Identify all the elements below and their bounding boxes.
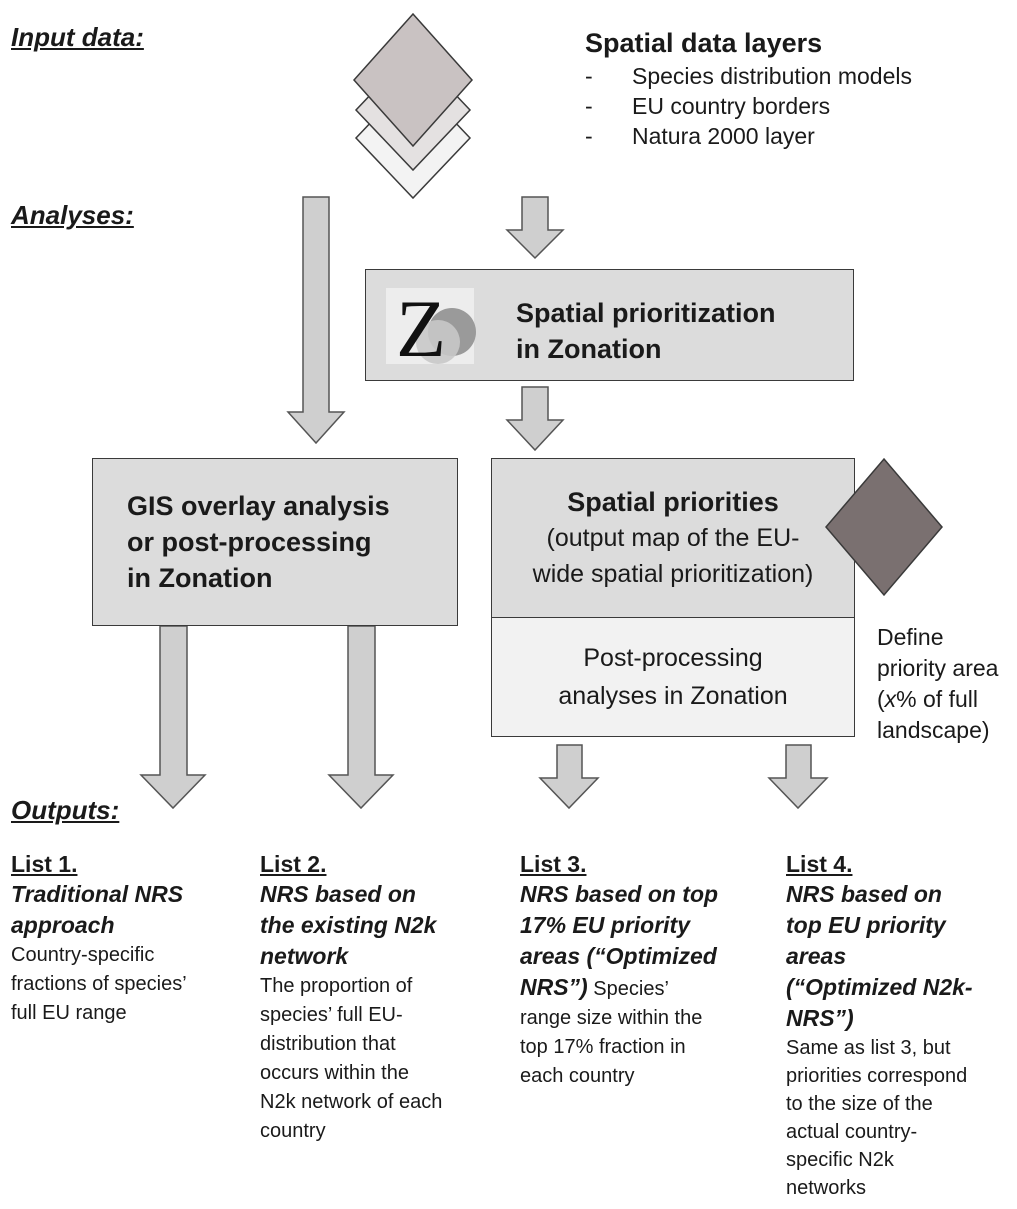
list-subtitle-line: NRS”) — [520, 974, 588, 1000]
arrow-down — [767, 744, 829, 810]
list-subtitle-line: NRS based on — [260, 881, 416, 907]
arrow-down — [327, 625, 395, 810]
list-subtitle-line: NRS based on — [786, 881, 942, 907]
list-desc-line: Country-specific — [11, 944, 155, 966]
arrow-down — [139, 625, 207, 810]
define-note-line: Define — [877, 624, 944, 650]
output-map-icon — [825, 457, 943, 597]
define-priority-note: Define priority area (x% of full landsca… — [877, 622, 998, 746]
list-desc-line: top 17% fraction in — [520, 1036, 686, 1058]
arrow-down — [538, 744, 600, 810]
list-desc-line: distribution that — [260, 1033, 396, 1055]
list-desc-line: actual country- — [786, 1121, 918, 1143]
list-subtitle-line: the existing N2k — [260, 912, 437, 938]
list-subtitle-line: areas (“Optimized — [520, 943, 717, 969]
input-layer-item: Species distribution models — [585, 61, 912, 91]
output-list-2: List 2. NRS based on the existing N2k ne… — [260, 850, 500, 1146]
list-desc-line: priorities correspond — [786, 1065, 968, 1087]
zonation-box: Z Spatial prioritization in Zonation — [365, 269, 854, 381]
layer-diamond-top — [352, 12, 474, 148]
list-desc-line: Same as list 3, but — [786, 1037, 951, 1059]
gis-line: GIS overlay analysis — [127, 491, 390, 521]
list-subtitle-line: Traditional NRS — [11, 881, 184, 907]
stacked-layers-icon — [352, 12, 474, 200]
list-subtitle-line: network — [260, 943, 349, 969]
list-desc-line: The proportion of — [260, 975, 413, 997]
zonation-logo: Z — [386, 283, 476, 374]
define-note-line: priority area — [877, 655, 999, 681]
post-processing-box: Post-processing analyses in Zonation — [491, 617, 855, 737]
list-desc-line: range size within the — [520, 1007, 703, 1029]
input-layer-item: Natura 2000 layer — [585, 121, 912, 151]
arrow-down — [286, 196, 346, 445]
arrow-down — [505, 386, 565, 452]
define-note-variable: x — [884, 686, 897, 712]
list-desc-inline: Species’ — [587, 978, 669, 1000]
list-heading: List 2. — [260, 851, 327, 877]
list-desc-line: occurs within the — [260, 1062, 409, 1084]
input-layers-block: Spatial data layers Species distribution… — [585, 28, 912, 151]
list-heading: List 3. — [520, 851, 587, 877]
gis-box-text: GIS overlay analysis or post-processing … — [93, 488, 457, 596]
output-map-diamond — [825, 457, 943, 597]
list-desc-line: each country — [520, 1065, 635, 1087]
list-subtitle-line: 17% EU priority — [520, 912, 690, 938]
list-desc-line: to the size of the — [786, 1093, 933, 1115]
gis-overlay-box: GIS overlay analysis or post-processing … — [92, 458, 458, 626]
list-subtitle-line: top EU priority — [786, 912, 946, 938]
output-list-1: List 1. Traditional NRS approach Country… — [11, 850, 241, 1028]
list-subtitle-line: approach — [11, 912, 115, 938]
list-desc-line: fractions of species’ — [11, 973, 187, 995]
zonation-line: Spatial prioritization — [516, 298, 776, 328]
list-desc-line: N2k network of each — [260, 1091, 443, 1113]
list-desc-line: full EU range — [11, 1002, 127, 1024]
priorities-line: wide spatial prioritization) — [532, 560, 814, 588]
section-input-label: Input data: — [11, 22, 144, 52]
logo-circle-light — [416, 320, 460, 364]
arrow-down — [505, 196, 565, 260]
list-subtitle-line: NRS based on top — [520, 881, 719, 907]
section-analyses-label: Analyses: — [11, 200, 134, 230]
list-heading: List 4. — [786, 851, 853, 877]
input-layers-list: Species distribution models EU country b… — [585, 61, 912, 151]
section-outputs-label: Outputs: — [11, 795, 120, 825]
list-desc-line: species’ full EU- — [260, 1004, 403, 1026]
list-heading: List 1. — [11, 851, 78, 877]
list-desc-line: country — [260, 1120, 326, 1142]
postproc-line: Post-processing — [583, 644, 763, 672]
output-list-4: List 4. NRS based on top EU priority are… — [786, 850, 1011, 1202]
gis-line: or post-processing — [127, 527, 372, 557]
define-note-line: (x% of full — [877, 686, 978, 712]
list-mixed-line: NRS”) Species’ — [520, 972, 770, 1004]
zonation-line: in Zonation — [516, 334, 662, 364]
list-subtitle-line: areas — [786, 943, 847, 969]
output-list-3: List 3. NRS based on top 17% EU priority… — [520, 850, 770, 1091]
zonation-box-text: Spatial prioritization in Zonation — [516, 295, 776, 367]
list-desc-line: networks — [786, 1177, 867, 1199]
priorities-title: Spatial priorities — [567, 487, 779, 517]
input-layer-item: EU country borders — [585, 91, 912, 121]
list-desc-line: specific N2k — [786, 1149, 894, 1171]
list-subtitle-line: NRS”) — [786, 1005, 854, 1031]
input-layers-title: Spatial data layers — [585, 28, 823, 58]
priorities-line: (output map of the EU- — [546, 524, 800, 552]
postproc-line: analyses in Zonation — [558, 682, 788, 710]
gis-line: in Zonation — [127, 563, 273, 593]
list-subtitle-line: (“Optimized N2k- — [786, 974, 973, 1000]
spatial-priorities-box: Spatial priorities (output map of the EU… — [491, 458, 855, 618]
define-note-line: landscape) — [877, 717, 990, 743]
logo-letter: Z — [396, 283, 447, 374]
